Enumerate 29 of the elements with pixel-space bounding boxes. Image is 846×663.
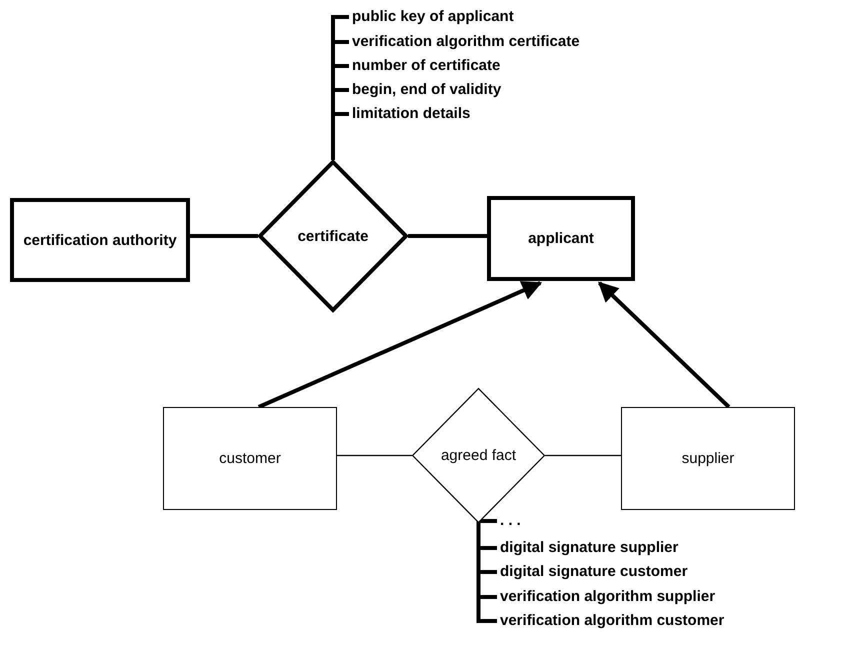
attribute-label: verification algorithm customer bbox=[500, 611, 740, 631]
connector bbox=[190, 234, 258, 238]
attribute-label: digital signature supplier bbox=[500, 538, 740, 558]
attribute-label: digital signature customer bbox=[500, 562, 740, 582]
attribute-label: verification algorithm certificate bbox=[352, 32, 622, 52]
attribute-label: public key of applicant bbox=[352, 7, 622, 27]
relationship-label: agreed fact bbox=[440, 446, 518, 465]
entity-label: applicant bbox=[527, 229, 595, 248]
entity-box bbox=[621, 407, 795, 510]
relationship-diamond bbox=[412, 388, 545, 523]
connector bbox=[408, 234, 487, 238]
attribute-label: begin, end of validity bbox=[352, 80, 622, 100]
connector bbox=[258, 281, 542, 409]
attribute-label: . . . bbox=[500, 511, 740, 531]
relationship-label: certificate bbox=[296, 226, 370, 246]
entity-label: certification authority bbox=[22, 230, 178, 250]
connector bbox=[545, 454, 621, 456]
connector bbox=[337, 454, 412, 456]
connector bbox=[598, 282, 730, 408]
attribute-label: limitation details bbox=[352, 104, 622, 124]
entity-box bbox=[10, 198, 190, 282]
relationship-diamond bbox=[258, 160, 408, 312]
attribute-label: verification algorithm supplier bbox=[500, 587, 740, 607]
entity-box bbox=[163, 407, 337, 510]
entity-label: customer bbox=[218, 449, 282, 468]
connector bbox=[476, 519, 497, 524]
entity-label: supplier bbox=[680, 449, 736, 468]
attribute-label: number of certificate bbox=[352, 56, 622, 76]
entity-box bbox=[487, 196, 635, 281]
